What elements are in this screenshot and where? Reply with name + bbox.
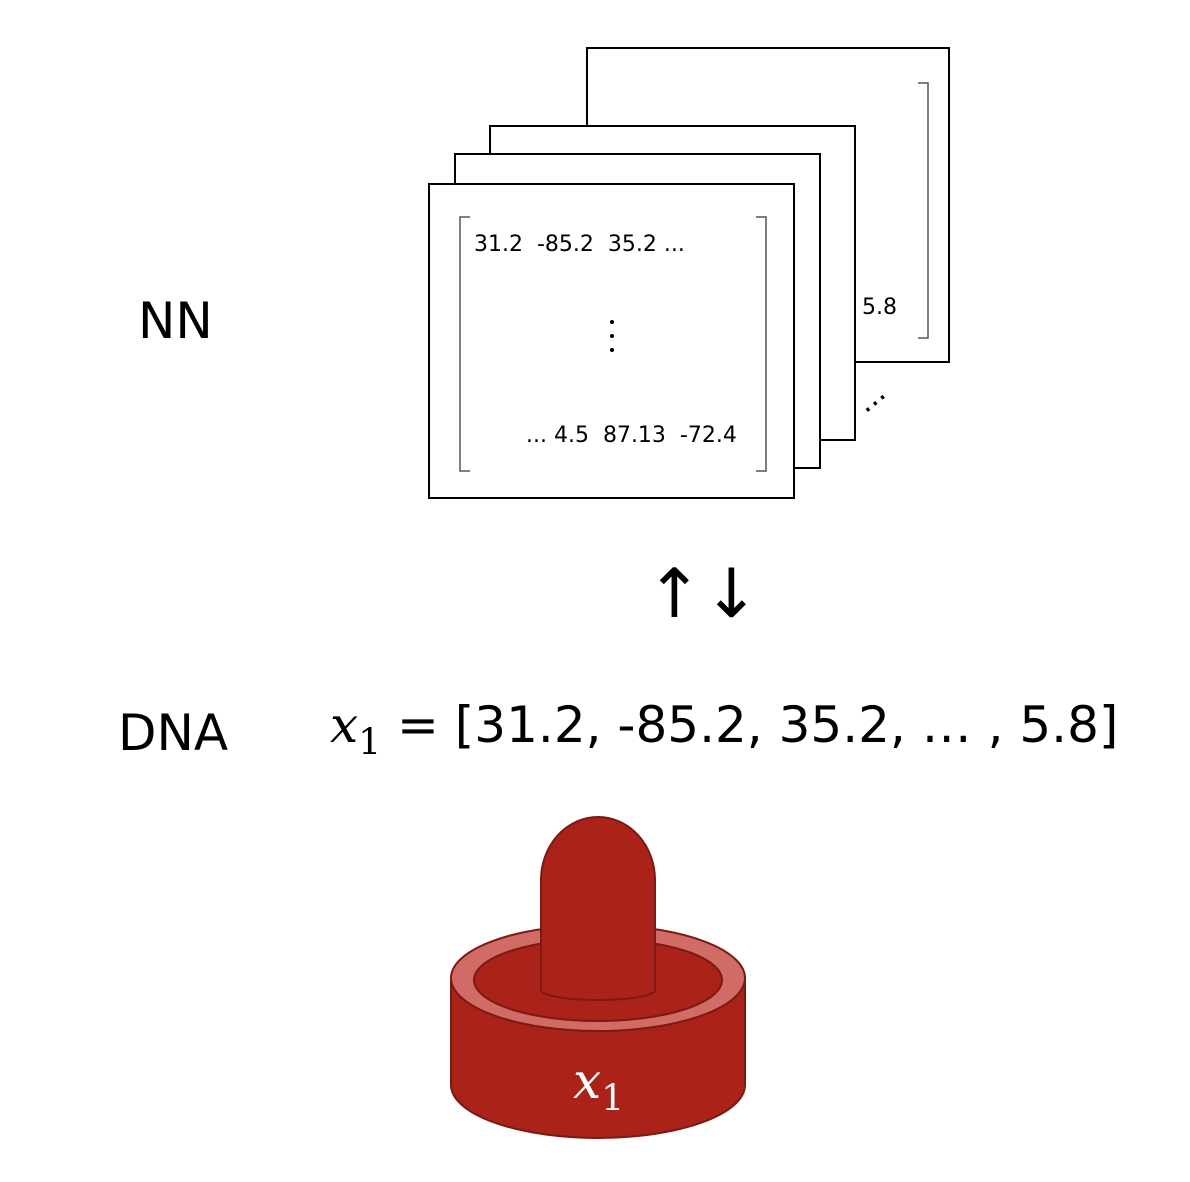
piece-subscript: 1 [601,1078,625,1120]
bidirectional-arrow-icon: ↑↓ [646,555,760,634]
vertical-ellipsis-dot [610,320,614,324]
equation-subscript: 1 [358,722,382,764]
vertical-ellipsis-dot [610,334,614,338]
matrix-brackets-front [459,216,767,472]
piece-rim [450,924,746,1032]
matrix-bracket-right-back [918,82,929,339]
dna-equation: x1 = [31.2, -85.2, 35.2, … , 5.8] [330,696,1118,764]
matrix-card-front: 31.2 -85.2 35.2 ... ... 4.5 87.13 -72.4 [428,183,795,499]
equation-vector: = [31.2, -85.2, 35.2, … , 5.8] [381,696,1119,754]
piece-label: x1 [573,1052,624,1120]
matrix-last-value: 5.8 [862,295,897,320]
equation-variable: x [330,696,359,754]
piece-knob [540,816,656,1001]
vertical-ellipsis-dot [610,348,614,352]
matrix-last-row: ... 4.5 87.13 -72.4 [526,423,737,448]
nn-label: NN [138,292,213,350]
piece-variable: x [573,1052,602,1110]
matrix-first-row: 31.2 -85.2 35.2 ... [474,232,685,257]
dna-label: DNA [118,704,229,762]
piece-well [473,938,723,1022]
